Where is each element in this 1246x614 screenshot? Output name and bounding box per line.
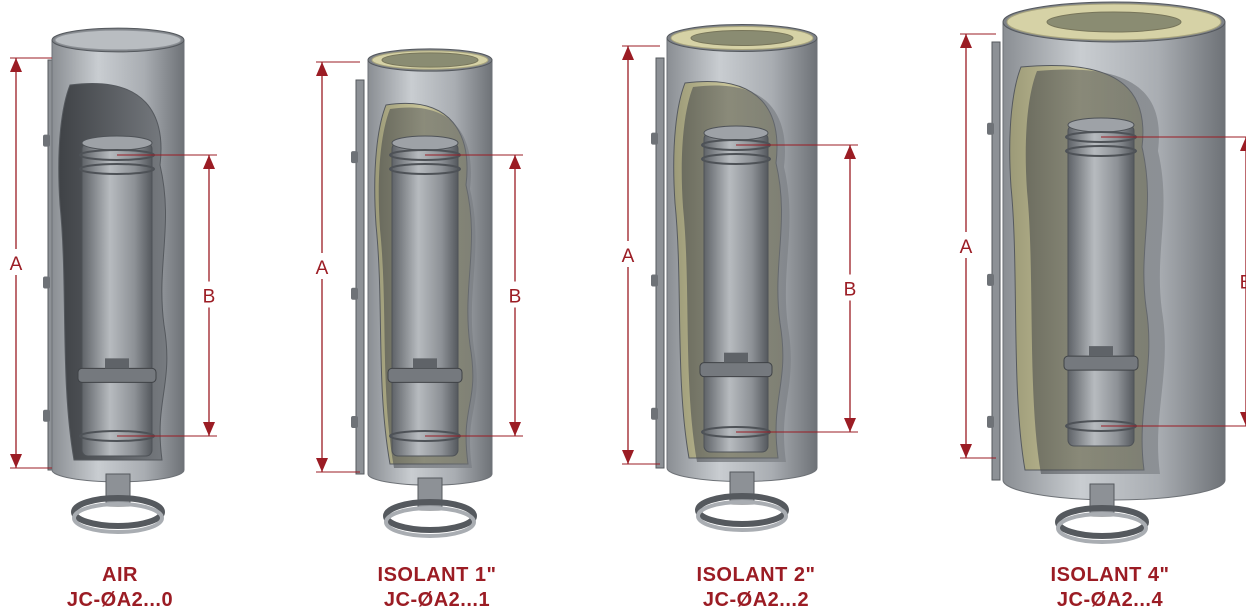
pipe-top-ring bbox=[391, 135, 459, 151]
caption-isolant-1: ISOLANT 1" JC-ØA2...1 bbox=[337, 563, 537, 613]
dim-a-arrow-top bbox=[316, 62, 328, 76]
inner-opening bbox=[690, 30, 794, 46]
bottom-clamp-ring bbox=[384, 506, 476, 538]
dim-b-label: B bbox=[509, 287, 522, 308]
dim-a-mask bbox=[312, 253, 332, 279]
bottom-clamp-ring bbox=[1056, 512, 1148, 544]
pipe-clamp bbox=[699, 362, 773, 378]
dim-b-mask bbox=[199, 281, 219, 308]
inner-opening bbox=[381, 52, 479, 68]
pipe-band bbox=[389, 163, 461, 175]
dim-a-mask bbox=[6, 249, 26, 275]
bracket-bolt bbox=[351, 151, 358, 164]
bracket-bolt bbox=[651, 132, 658, 145]
product-code: JC-ØA2...1 bbox=[383, 589, 491, 611]
inner-pipe bbox=[1067, 124, 1135, 447]
dim-a-label: A bbox=[622, 246, 635, 267]
dim-a-label: A bbox=[10, 254, 23, 275]
bottom-clamp bbox=[71, 495, 165, 529]
caption-isolant-2: ISOLANT 2" JC-ØA2...2 bbox=[656, 563, 856, 613]
pipe-band bbox=[701, 153, 771, 165]
pipe-top-ring bbox=[1067, 117, 1135, 133]
product-code: JC-ØA2...2 bbox=[702, 589, 810, 611]
dim-b-mask bbox=[840, 274, 860, 301]
bracket-bolt bbox=[351, 287, 358, 300]
dim-b-arrow-bottom bbox=[509, 422, 521, 436]
bottom-clamp-ring bbox=[72, 502, 164, 534]
inner-opening bbox=[1046, 11, 1182, 33]
caption-isolant-4: ISOLANT 4" JC-ØA2...4 bbox=[1010, 563, 1210, 613]
dim-a-label: A bbox=[316, 258, 329, 279]
clamp-bolt bbox=[724, 352, 748, 363]
dim-b-arrow-top bbox=[203, 155, 215, 169]
bracket-bolt bbox=[651, 274, 658, 287]
dim-a-arrow-bottom bbox=[960, 444, 972, 458]
dim-a-arrow-top bbox=[622, 46, 634, 60]
pipe-clamp bbox=[77, 367, 157, 383]
product-name: ISOLANT 4" bbox=[1050, 564, 1170, 586]
wall-bracket bbox=[355, 79, 365, 475]
chimney-unit-2: AB bbox=[618, 24, 860, 532]
pipe-clamp bbox=[1063, 355, 1139, 371]
bottom-clamp bbox=[383, 499, 477, 533]
product-code: JC-ØA2...4 bbox=[1056, 589, 1164, 611]
pipe-top-ring bbox=[703, 125, 769, 141]
chimney-unit-0: AB bbox=[6, 27, 219, 534]
dim-b-arrow-top bbox=[1240, 137, 1246, 151]
bracket-bolt bbox=[43, 134, 50, 147]
pipe-band bbox=[1065, 145, 1137, 157]
inner-pipe bbox=[391, 142, 459, 457]
inner-opening bbox=[54, 29, 182, 51]
dim-b-arrow-bottom bbox=[1240, 412, 1246, 426]
product-name: ISOLANT 1" bbox=[377, 564, 497, 586]
clamp-bolt bbox=[413, 358, 437, 369]
dim-a-arrow-bottom bbox=[622, 450, 634, 464]
dim-b-arrow-top bbox=[509, 155, 521, 169]
dim-b-arrow-bottom bbox=[844, 418, 856, 432]
chimney-unit-3: AB bbox=[956, 1, 1246, 544]
product-code: JC-ØA2...0 bbox=[66, 589, 174, 611]
dim-b-label: B bbox=[1240, 273, 1246, 294]
dim-a-arrow-top bbox=[960, 34, 972, 48]
bracket-bolt bbox=[43, 409, 50, 422]
clamp-bolt bbox=[105, 358, 129, 369]
bottom-clamp bbox=[695, 493, 789, 527]
dim-b-label: B bbox=[844, 280, 857, 301]
inner-pipe bbox=[703, 132, 769, 453]
dim-a-arrow-bottom bbox=[10, 454, 22, 468]
bottom-clamp bbox=[1055, 505, 1149, 539]
inner-pipe bbox=[81, 142, 153, 457]
dim-b-arrow-top bbox=[844, 145, 856, 159]
bracket-bolt bbox=[43, 276, 50, 289]
caption-air: AIR JC-ØA2...0 bbox=[20, 563, 220, 613]
bracket-bolt bbox=[651, 407, 658, 420]
chimney-unit-1: AB bbox=[312, 48, 525, 538]
bottom-clamp-ring bbox=[696, 500, 788, 532]
dim-b-label: B bbox=[203, 287, 216, 308]
product-name: ISOLANT 2" bbox=[696, 564, 816, 586]
wall-bracket bbox=[991, 41, 1001, 481]
bracket-bolt bbox=[987, 122, 994, 135]
dim-b-arrow-bottom bbox=[203, 422, 215, 436]
dim-a-label: A bbox=[960, 237, 973, 258]
bracket-bolt bbox=[351, 416, 358, 429]
dim-b-mask bbox=[505, 281, 525, 308]
pipe-band bbox=[79, 163, 155, 175]
dim-a-arrow-top bbox=[10, 58, 22, 72]
bracket-bolt bbox=[987, 273, 994, 286]
dim-a-arrow-bottom bbox=[316, 458, 328, 472]
pipe-top-ring bbox=[81, 135, 153, 151]
pipe-clamp bbox=[387, 367, 463, 383]
wall-bracket bbox=[655, 57, 665, 469]
product-name: AIR bbox=[102, 564, 138, 586]
clamp-bolt bbox=[1089, 346, 1113, 357]
dim-a-mask bbox=[956, 232, 976, 258]
bracket-bolt bbox=[987, 415, 994, 428]
dim-a-mask bbox=[618, 241, 638, 267]
